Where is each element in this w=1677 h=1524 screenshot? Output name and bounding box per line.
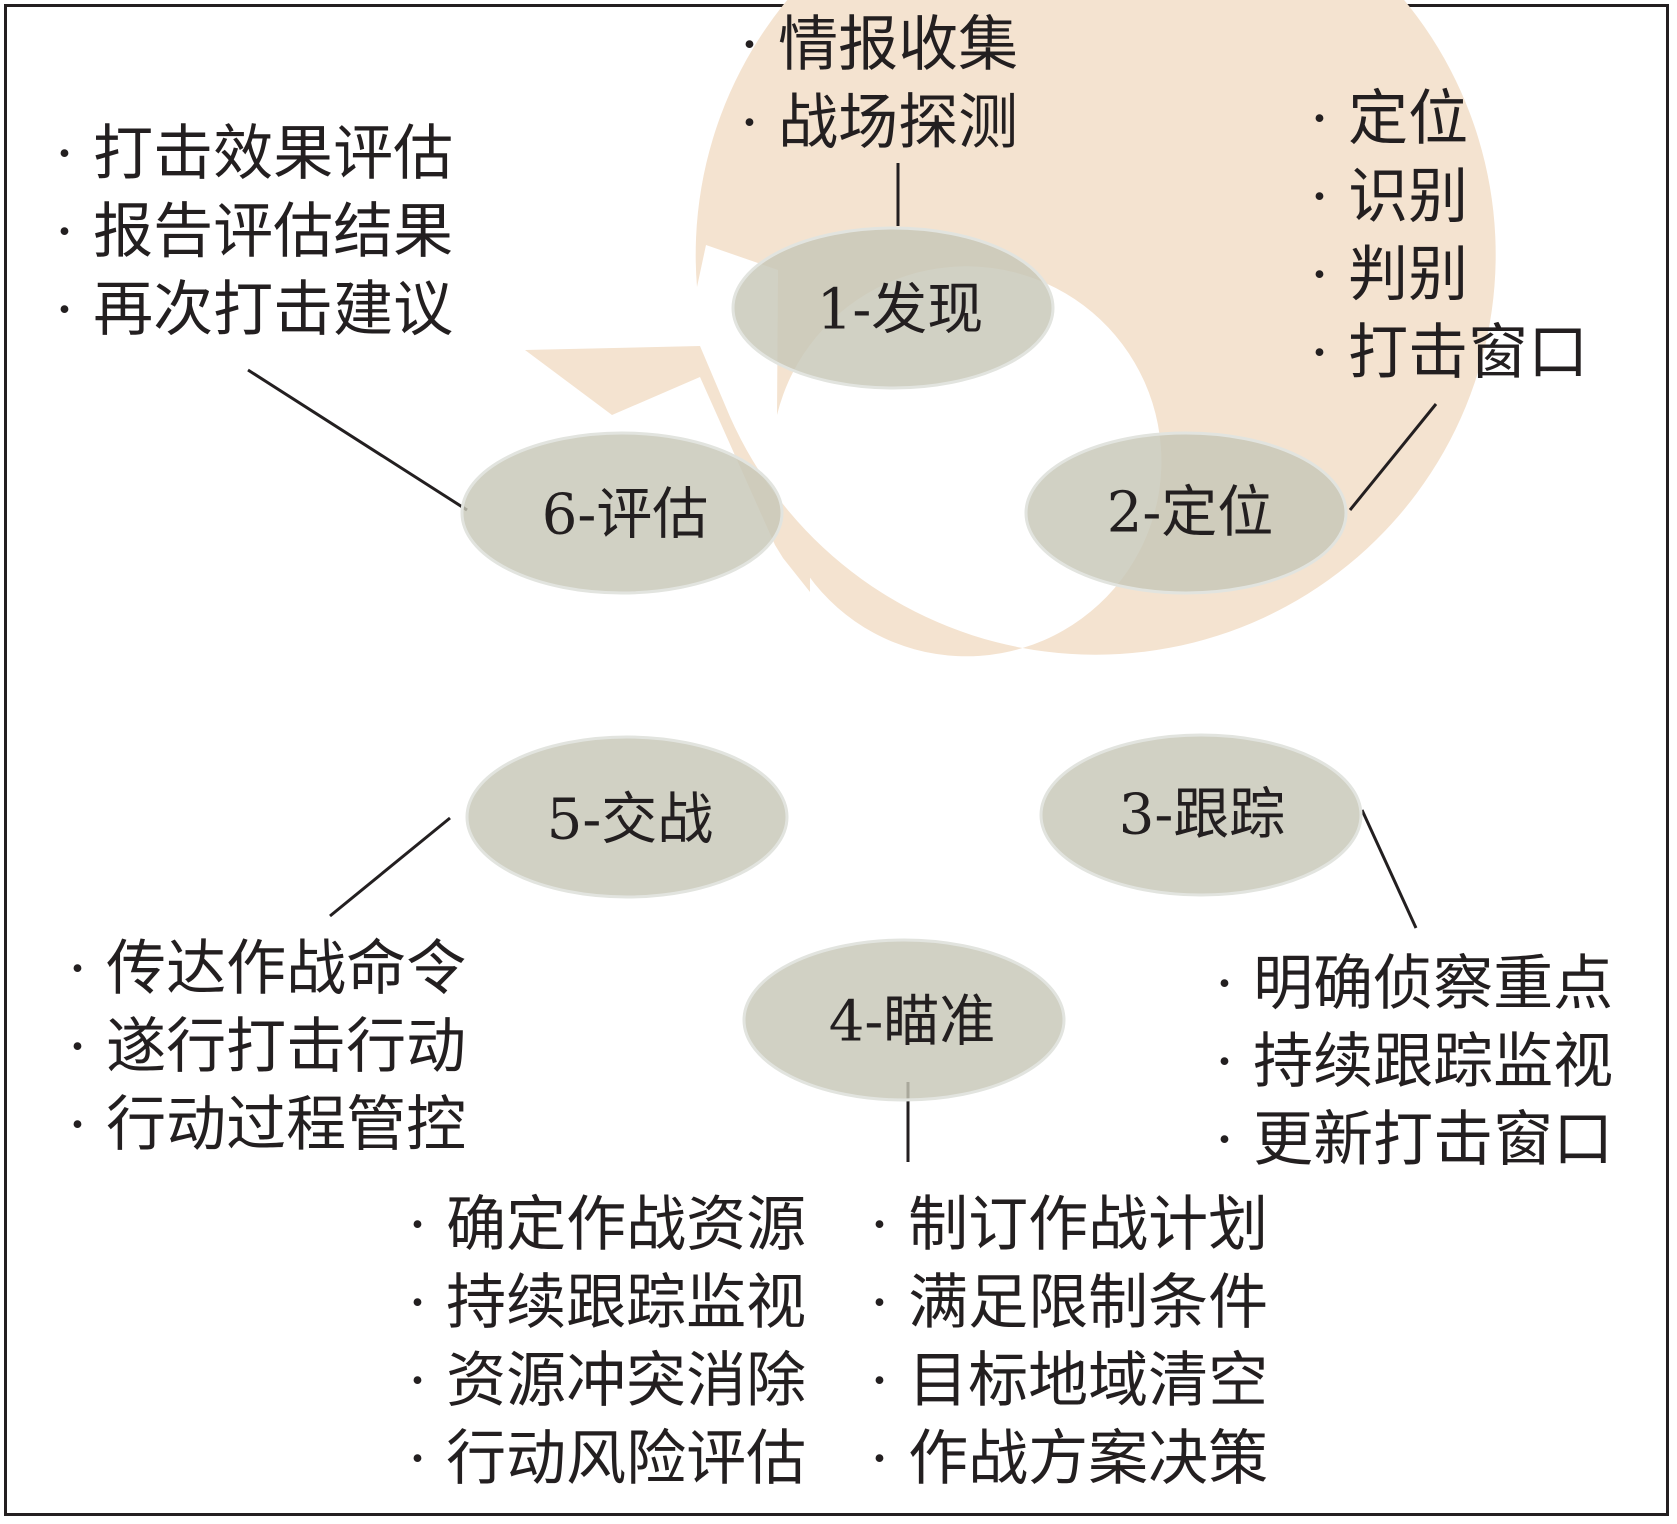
stage-5-label: 5-交战 xyxy=(547,788,714,853)
bullet-item: 明确侦察重点 xyxy=(1215,945,1613,1023)
stage-2-bullet-list: 定位 识别 判别 打击窗口 xyxy=(1310,80,1588,392)
stage-3-bullet-list: 明确侦察重点 持续跟踪监视 更新打击窗口 xyxy=(1215,945,1613,1179)
stage-1-label: 1-发现 xyxy=(817,278,984,343)
leader-lines xyxy=(247,163,1438,1162)
bullet-item: 打击窗口 xyxy=(1310,314,1588,392)
stage-6-ellipse xyxy=(460,431,784,595)
bullet-item: 情报收集 xyxy=(740,6,1018,84)
bullet-item: 资源冲突消除 xyxy=(408,1342,806,1420)
stage-1-bullet-list: 情报收集 战场探测 xyxy=(740,6,1018,162)
stage-2-ellipse xyxy=(1024,431,1348,595)
bullet-item: 行动过程管控 xyxy=(68,1086,466,1164)
stage-6-label: 6-评估 xyxy=(542,483,709,548)
bullet-item: 战场探测 xyxy=(740,84,1018,162)
bullet-item: 打击效果评估 xyxy=(55,115,453,193)
stage-3-ellipse xyxy=(1039,733,1363,897)
leader-line-5 xyxy=(329,816,451,918)
bullet-item: 作战方案决策 xyxy=(870,1420,1268,1498)
bullet-item: 识别 xyxy=(1310,158,1588,236)
bullet-item: 传达作战命令 xyxy=(68,930,466,1008)
stage-4-bullet-list-left: 确定作战资源 持续跟踪监视 资源冲突消除 行动风险评估 xyxy=(408,1186,806,1498)
bullet-item: 判别 xyxy=(1310,236,1588,314)
leader-line-3 xyxy=(1360,809,1418,929)
stage-1-ellipse xyxy=(731,226,1055,390)
stage-6-bullet-list: 打击效果评估 报告评估结果 再次打击建议 xyxy=(55,115,453,349)
bullet-item: 持续跟踪监视 xyxy=(1215,1023,1613,1101)
stage-4-bullet-list-right: 制订作战计划 满足限制条件 目标地域清空 作战方案决策 xyxy=(870,1186,1268,1498)
stage-4-ellipse xyxy=(742,938,1066,1102)
bullet-item: 更新打击窗口 xyxy=(1215,1101,1613,1179)
stage-3-label: 3-跟踪 xyxy=(1119,783,1286,848)
stage-5-ellipse xyxy=(465,735,789,899)
stage-nodes xyxy=(460,226,1363,1102)
bullet-item: 持续跟踪监视 xyxy=(408,1264,806,1342)
bullet-item: 制订作战计划 xyxy=(870,1186,1268,1264)
bullet-item: 行动风险评估 xyxy=(408,1420,806,1498)
bullet-item: 再次打击建议 xyxy=(55,271,453,349)
bullet-item: 定位 xyxy=(1310,80,1588,158)
bullet-item: 满足限制条件 xyxy=(870,1264,1268,1342)
stage-4-label: 4-瞄准 xyxy=(829,990,996,1055)
bullet-item: 确定作战资源 xyxy=(408,1186,806,1264)
bullet-item: 目标地域清空 xyxy=(870,1342,1268,1420)
bullet-item: 报告评估结果 xyxy=(55,193,453,271)
stage-5-bullet-list: 传达作战命令 遂行打击行动 行动过程管控 xyxy=(68,930,466,1164)
bullet-item: 遂行打击行动 xyxy=(68,1008,466,1086)
leader-line-2 xyxy=(1348,403,1438,511)
stage-2-label: 2-定位 xyxy=(1107,481,1274,546)
leader-line-6 xyxy=(247,368,468,512)
